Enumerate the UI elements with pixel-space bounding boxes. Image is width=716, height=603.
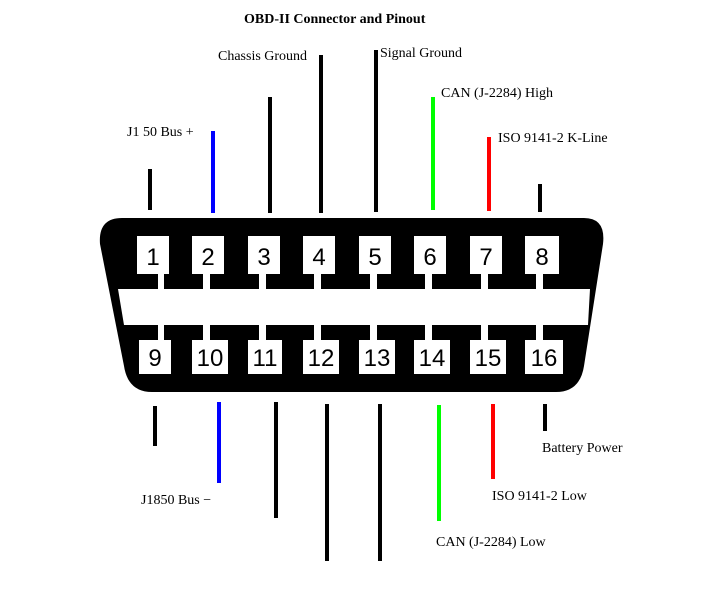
pin-number-12: 12 (308, 345, 335, 372)
pin-window-11 (248, 340, 282, 374)
label-j1850-bus-plus: J1 50 Bus + (127, 125, 194, 140)
pin-window-8 (525, 236, 559, 274)
bottom-wire-leads (153, 402, 547, 561)
label-can-low: CAN (J-2284) Low (436, 535, 547, 550)
label-iso-low: ISO 9141-2 Low (492, 489, 588, 504)
pin-window-1 (137, 236, 169, 274)
diagram-title: OBD-II Connector and Pinout (244, 12, 426, 27)
pin-window-9 (139, 340, 171, 374)
pin-number-4: 4 (312, 244, 325, 271)
connector-middle-channel (118, 274, 590, 340)
pin-number-13: 13 (364, 345, 391, 372)
pin-window-6 (414, 236, 446, 274)
pin-window-5 (359, 236, 391, 274)
pin-number-15: 15 (475, 345, 502, 372)
pin-number-9: 9 (148, 345, 161, 372)
pin-window-7 (470, 236, 502, 274)
pin-window-3 (248, 236, 280, 274)
bottom-pin-numbers: 9 10 11 12 13 14 15 16 (148, 345, 557, 372)
pin-number-16: 16 (531, 345, 558, 372)
label-j1850-bus-minus: J1850 Bus − (141, 493, 211, 508)
pin-number-2: 2 (201, 244, 214, 271)
pin-number-10: 10 (197, 345, 224, 372)
pin-number-7: 7 (479, 244, 492, 271)
pin-window-15 (470, 340, 506, 374)
signal-labels: Chassis Ground Signal Ground CAN (J-2284… (127, 46, 623, 550)
pin-number-11: 11 (253, 345, 278, 372)
pin-number-14: 14 (419, 345, 446, 372)
pin-number-8: 8 (535, 244, 548, 271)
pin-number-5: 5 (368, 244, 381, 271)
pin-window-12 (303, 340, 339, 374)
pin-window-14 (414, 340, 450, 374)
pin-window-13 (359, 340, 395, 374)
label-chassis-ground: Chassis Ground (218, 49, 307, 64)
pin-window-2 (192, 236, 224, 274)
label-can-high: CAN (J-2284) High (441, 86, 553, 101)
label-iso-k-line: ISO 9141-2 K-Line (498, 131, 608, 146)
label-battery-power: Battery Power (542, 441, 623, 456)
pin-window-4 (303, 236, 335, 274)
pin-number-1: 1 (146, 244, 159, 271)
top-pin-numbers: 1 2 3 4 5 6 7 8 (146, 244, 548, 271)
top-pin-windows (137, 236, 559, 274)
pin-window-16 (525, 340, 563, 374)
pin-number-3: 3 (257, 244, 270, 271)
pin-number-6: 6 (423, 244, 436, 271)
bottom-pin-windows (139, 340, 563, 374)
top-wire-leads (148, 50, 542, 213)
pin-window-10 (192, 340, 228, 374)
label-signal-ground: Signal Ground (380, 46, 462, 61)
